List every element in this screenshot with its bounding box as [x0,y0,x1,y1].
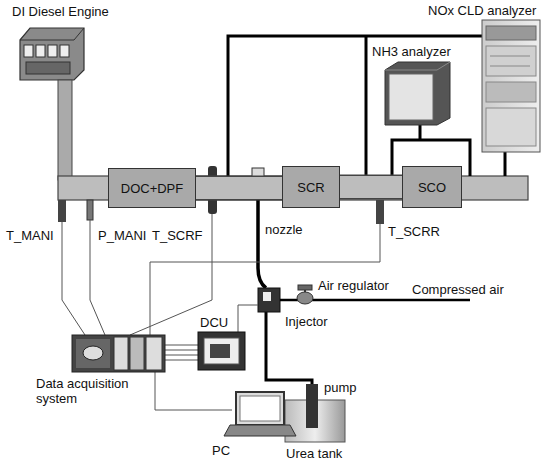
sensor [376,200,384,224]
part-label: DI Diesel Engine [12,4,109,19]
part-label: Urea tank [286,446,342,461]
injector [258,288,280,312]
part-label: NH3 analyzer [372,44,451,59]
part-label: DCU [200,315,228,330]
part-label: PC [212,443,230,458]
part-label: nozzle [265,222,303,237]
daq-unit [72,335,165,372]
part-label: Air regulator [318,278,389,293]
box-label: SCO [418,180,446,195]
sensor [58,200,66,222]
process-box: SCR [282,166,340,208]
part-label: P_MANI [98,228,146,243]
nox-analyzer [482,20,540,152]
part-label: T_MANI [6,228,54,243]
part-label: NOx CLD analyzer [428,3,536,18]
part-label: Compressed air [412,282,504,297]
air-regulator [297,285,313,304]
box-label: DOC+DPF [121,181,183,196]
pipe-connector [196,188,282,189]
part-label: Injector [285,314,328,329]
process-box: DOC+DPF [108,168,196,208]
nh3-analyzer [385,62,450,125]
sample-line [228,36,505,400]
part-label: Data acquisition system [36,376,148,406]
dcu-unit [198,332,245,370]
pipe-connector [340,187,402,188]
engine-illustration [20,28,84,180]
sensor [87,200,93,220]
part-label: T_SCRF [152,228,203,243]
part-label: T_SCRR [388,224,440,239]
pc-laptop [224,392,296,436]
part-label: pump [324,380,357,395]
process-box: SCO [402,166,462,208]
box-label: SCR [297,180,324,195]
